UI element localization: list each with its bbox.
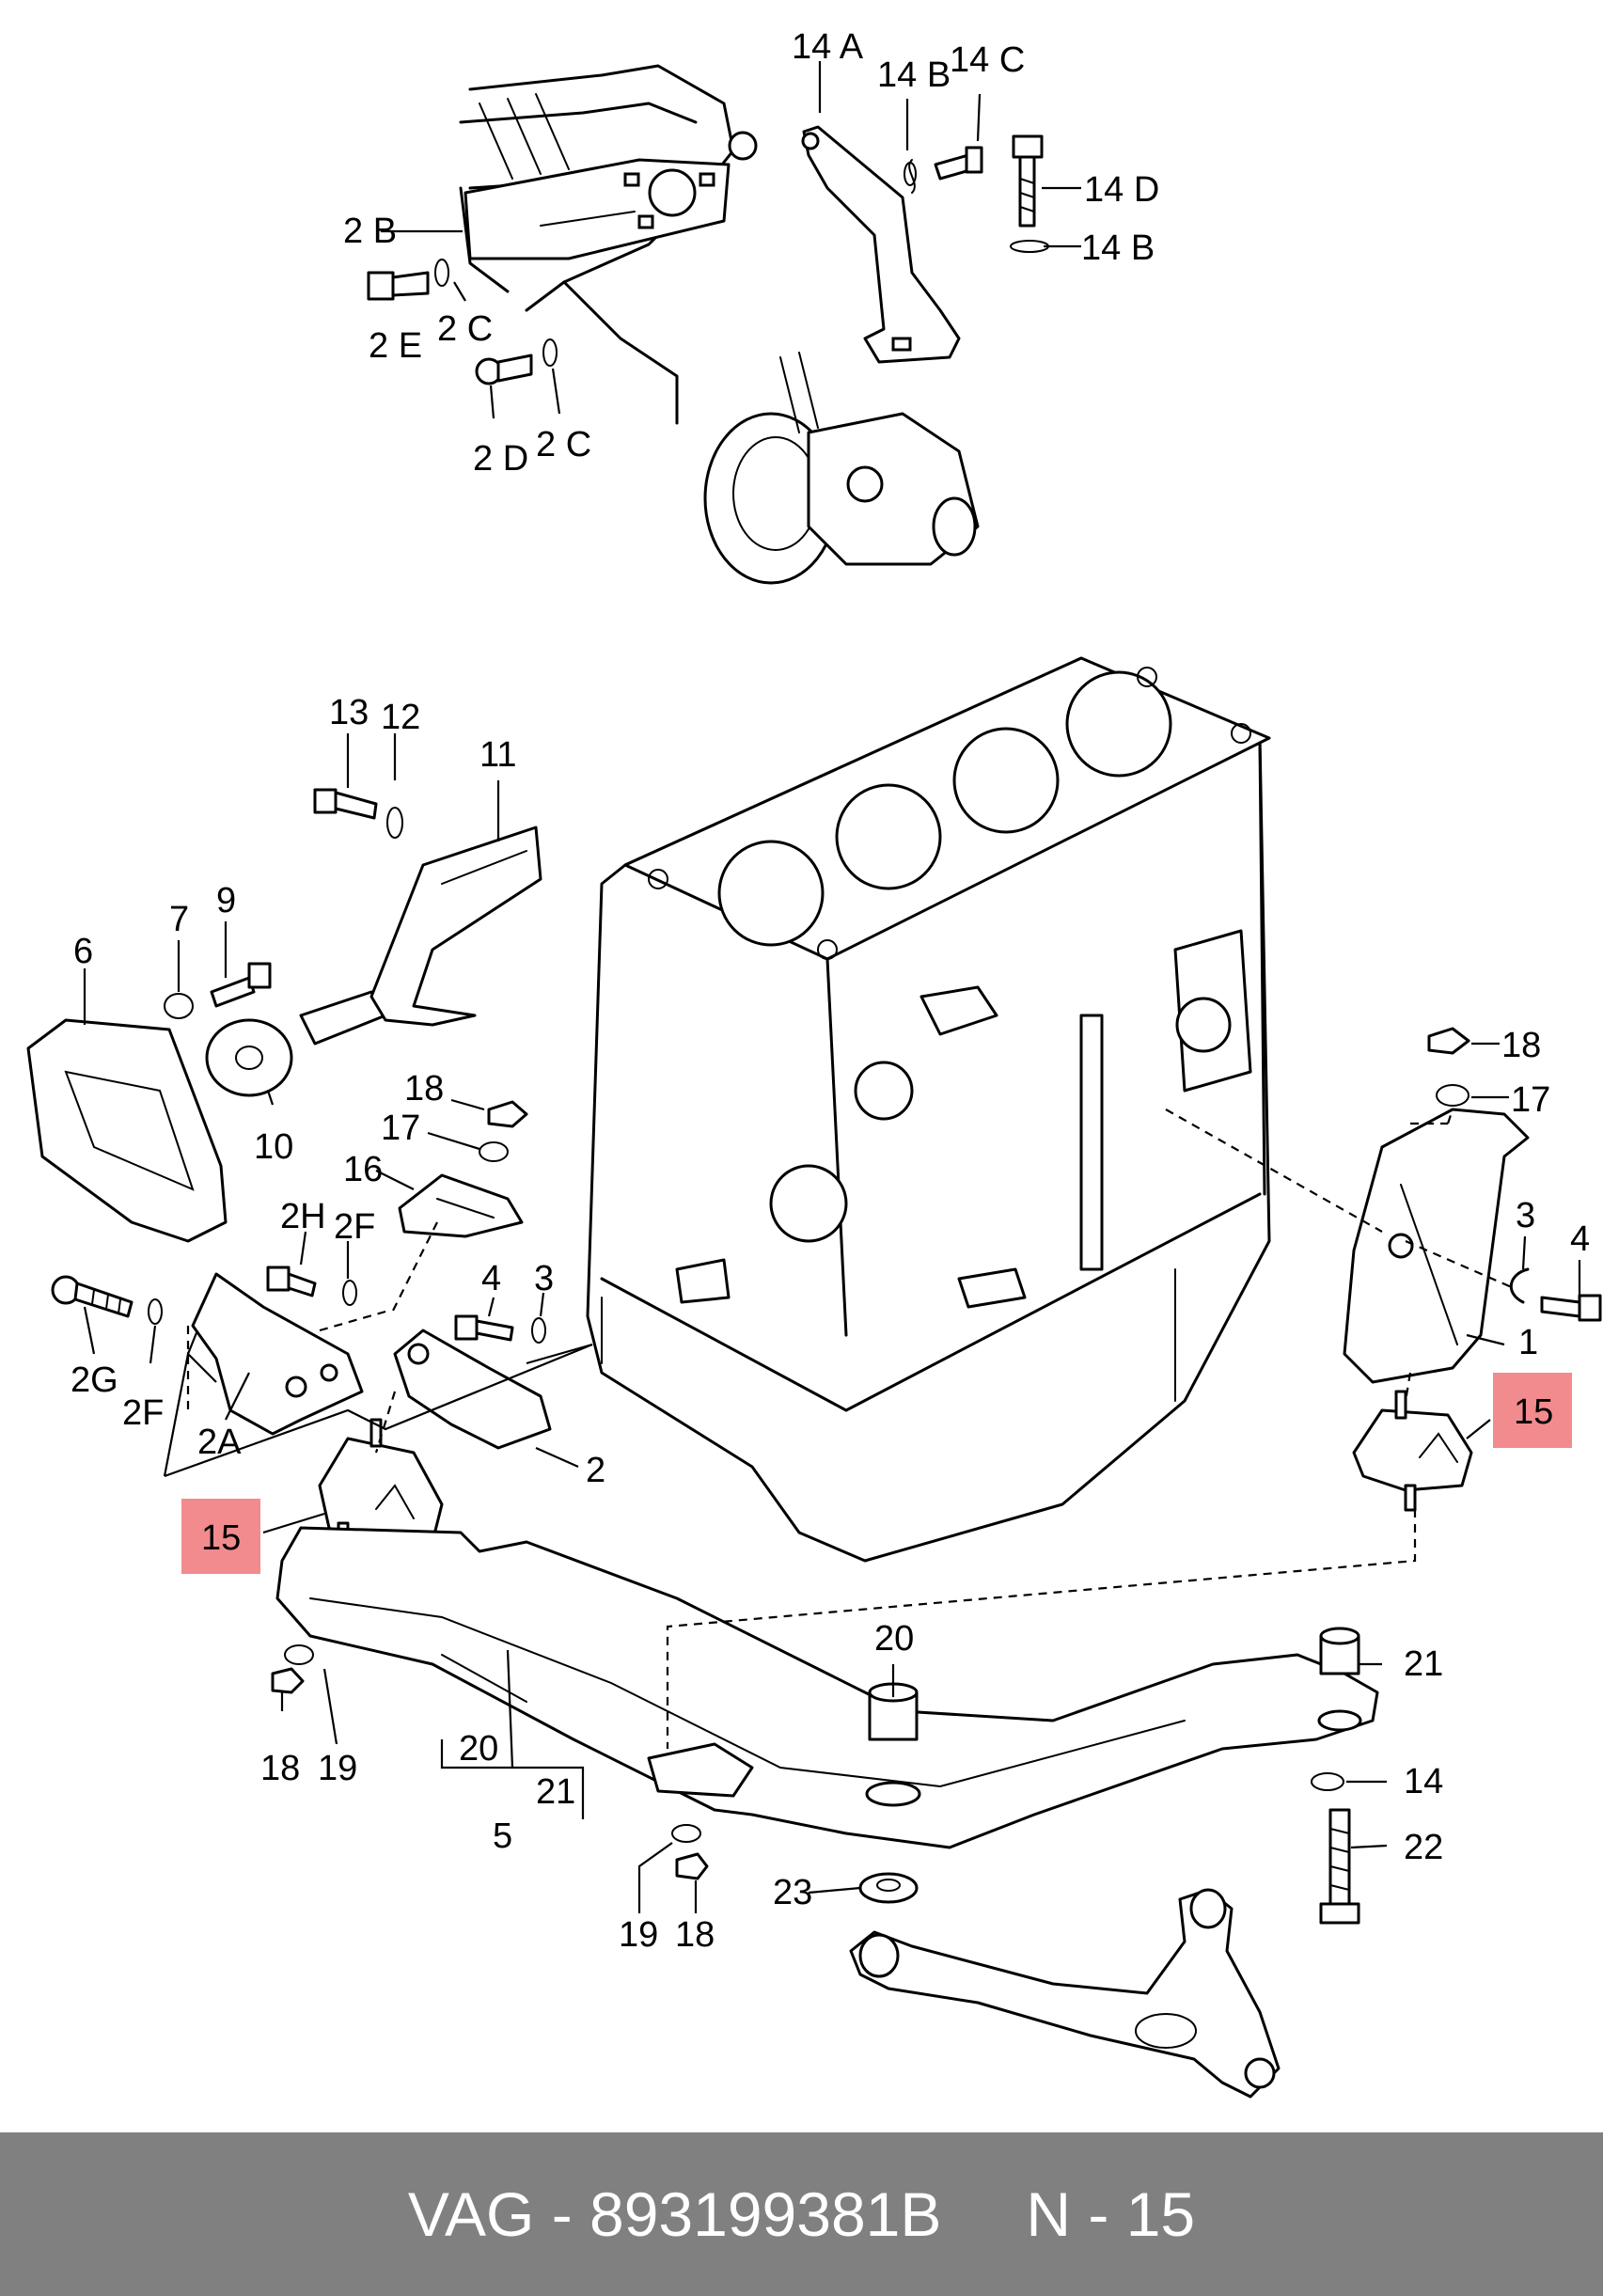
- bolt-2g: [51, 1275, 134, 1318]
- bolt-2h: [266, 1266, 317, 1297]
- exploded-parts-diagram: 14 A 14 B 14 C 14 D 14 B 2 B 2 C 2 E 2 D…: [26, 27, 1602, 2099]
- callout-18-bottom: 18: [675, 1915, 715, 1955]
- bolt-13-washer-12: [313, 788, 403, 839]
- part-number-footer: VAG - 893199381B N - 15: [0, 2132, 1603, 2296]
- callout-2d: 2 D: [473, 439, 528, 479]
- callout-20-bracket: 20: [459, 1729, 498, 1769]
- bracket-2: [393, 1329, 552, 1450]
- control-arm: [849, 1888, 1281, 2099]
- upper-bracket-assembly: [459, 64, 758, 425]
- callout-2h: 2H: [280, 1197, 326, 1236]
- callout-2e: 2 E: [369, 326, 422, 366]
- bracket-11: [369, 826, 542, 1027]
- callout-2: 2: [586, 1451, 605, 1490]
- callout-14b-top: 14 B: [877, 55, 951, 95]
- callout-9: 9: [216, 881, 236, 920]
- callout-14a: 14 A: [792, 27, 864, 67]
- engine-mount-right: [1352, 1390, 1473, 1512]
- callout-18-bl: 18: [260, 1749, 300, 1788]
- callout-4-left: 4: [481, 1259, 501, 1298]
- callout-17-right: 17: [1511, 1080, 1550, 1120]
- callout-7: 7: [169, 900, 189, 939]
- callout-3-left: 3: [534, 1259, 554, 1298]
- part-position: N - 15: [1026, 2179, 1196, 2249]
- washer-7: [164, 993, 194, 1019]
- callout-17-left: 17: [381, 1109, 420, 1148]
- callout-4-right: 4: [1570, 1219, 1590, 1259]
- callout-10: 10: [254, 1127, 293, 1167]
- bracket-14a: [801, 125, 961, 364]
- washer-3-right: [1510, 1267, 1530, 1304]
- callout-2g: 2G: [71, 1360, 118, 1400]
- callout-5: 5: [493, 1816, 512, 1856]
- callout-19-bottom: 19: [619, 1915, 658, 1955]
- callout-18-right: 18: [1501, 1026, 1541, 1065]
- callout-18-left: 18: [404, 1069, 444, 1109]
- callout-16: 16: [343, 1150, 383, 1189]
- callout-2c-lower: 2 C: [536, 425, 591, 464]
- callout-12: 12: [381, 698, 420, 737]
- bolt-9: [210, 962, 272, 1008]
- callout-13: 13: [329, 693, 369, 732]
- nut-18-washer-17-left: [479, 1100, 528, 1162]
- callout-19-bl: 19: [318, 1749, 357, 1788]
- callout-22: 22: [1404, 1828, 1443, 1867]
- bushing-20-21-left: [865, 1682, 921, 1807]
- bushing-10: [205, 990, 387, 1097]
- bracket-2a: [191, 1272, 364, 1436]
- bracket-1: [1343, 1108, 1530, 1384]
- callout-21: 21: [1404, 1644, 1443, 1684]
- highlight-15-right-label: 15: [1514, 1392, 1553, 1432]
- callout-2c-upper: 2 C: [437, 309, 493, 349]
- water-pump: [703, 352, 980, 585]
- callout-2f-bottom: 2F: [122, 1393, 164, 1433]
- highlight-15-left-label: 15: [201, 1518, 241, 1558]
- leader-lines: [83, 61, 1581, 1913]
- part-code: VAG - 893199381B: [407, 2179, 942, 2249]
- callout-2a: 2A: [197, 1423, 242, 1462]
- washers-2f: [148, 1280, 357, 1325]
- callout-20: 20: [874, 1619, 914, 1659]
- highlight-15-left: 15: [181, 1499, 260, 1574]
- callout-11: 11: [479, 735, 516, 775]
- lower-fasteners: [271, 1644, 1360, 1925]
- callout-labels: 14 A 14 B 14 C 14 D 14 B 2 B 2 C 2 E 2 D…: [71, 27, 1590, 1955]
- callout-14: 14: [1404, 1762, 1443, 1801]
- plate-16: [398, 1173, 524, 1238]
- callout-3-right: 3: [1516, 1196, 1535, 1235]
- callout-2f-top: 2F: [334, 1207, 375, 1247]
- callout-23: 23: [773, 1873, 812, 1912]
- callout-14b-right: 14 B: [1081, 228, 1155, 268]
- bolt-4-right: [1540, 1294, 1602, 1322]
- callout-14d: 14 D: [1084, 170, 1159, 210]
- bushing-21-right: [1317, 1627, 1362, 1732]
- callout-14c: 14 C: [950, 40, 1025, 80]
- nut-18-washer-17-right: [1427, 1027, 1470, 1107]
- upper-fasteners: [367, 134, 1049, 385]
- callout-6: 6: [73, 932, 93, 971]
- callout-21-bracket: 21: [536, 1772, 575, 1812]
- engine-block: [586, 656, 1271, 1563]
- subframe-5: [275, 1526, 1379, 1849]
- highlight-15-right: 15: [1493, 1373, 1572, 1448]
- heat-shield-6: [26, 1018, 228, 1243]
- callout-2b: 2 B: [343, 212, 397, 251]
- bolt-4-washer-3-left: [454, 1314, 546, 1344]
- callout-1: 1: [1518, 1323, 1538, 1362]
